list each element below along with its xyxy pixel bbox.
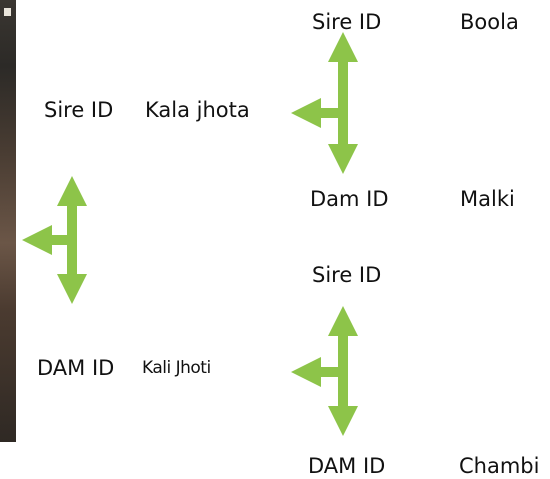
- dam-name-bottom: Chambi: [459, 454, 540, 478]
- sire-name-left: Kala jhota: [145, 98, 250, 122]
- dam-name-top: Malki: [460, 187, 515, 211]
- arrow-connector-icon: [290, 305, 358, 437]
- sire-id-label-bottom: Sire ID: [312, 263, 382, 287]
- arrow-connector-icon: [290, 31, 358, 175]
- sire-id-label-top: Sire ID: [312, 10, 382, 34]
- dam-id-label-left: DAM ID: [37, 356, 115, 380]
- photo-fragment: [0, 0, 16, 442]
- dam-id-label-bottom: DAM ID: [308, 454, 386, 478]
- arrow-connector-icon: [21, 175, 87, 305]
- dam-name-left: Kali Jhoti: [142, 358, 211, 378]
- sire-id-label-left: Sire ID: [44, 98, 114, 122]
- dam-id-label-top: Dam ID: [310, 187, 389, 211]
- sire-name-top: Boola: [460, 10, 519, 34]
